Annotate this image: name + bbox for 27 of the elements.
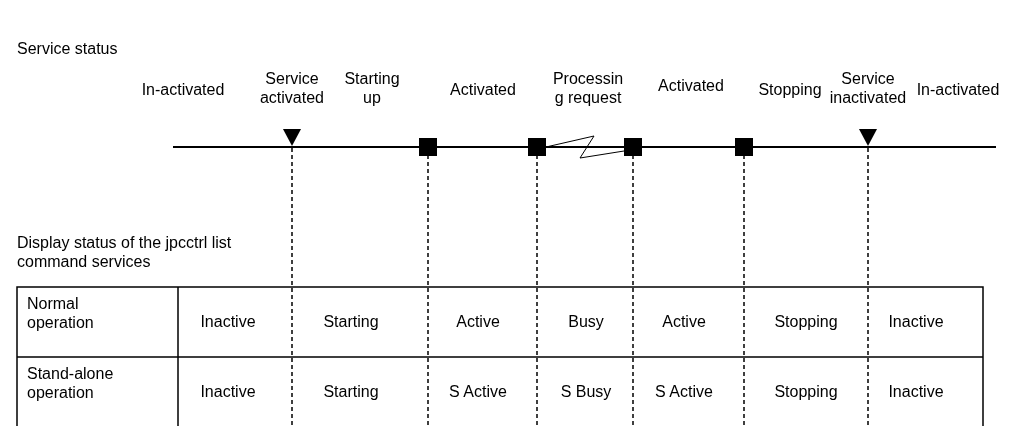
status-cell-text: S Active (448, 382, 508, 401)
status-cell-text: Stopping (773, 312, 839, 331)
status-cell-text: Inactive (199, 312, 257, 331)
phase-label: Service inactivated (828, 69, 908, 107)
status-cell-text: S Busy (559, 382, 613, 401)
status-cell-text: Inactive (887, 382, 945, 401)
row-header: Normal operation (27, 294, 95, 332)
status-cell-text: Inactive (199, 382, 257, 401)
status-cell-text: Active (455, 312, 501, 331)
status-cell-text: Busy (567, 312, 605, 331)
phase-label: In-activated (915, 80, 1001, 99)
row-header: Stand-alone operation (27, 364, 115, 402)
phase-label: In-activated (140, 80, 226, 99)
status-cell-text: Starting (322, 382, 380, 401)
table-heading: Display status of the jpcctrl list command services (17, 233, 233, 271)
phase-label: Service activated (258, 69, 325, 107)
phase-label: Activated (657, 76, 725, 95)
title: Service status (17, 39, 118, 58)
status-cell-text: Active (661, 312, 707, 331)
status-cell-text: Starting (322, 312, 380, 331)
status-cell-text: Stopping (773, 382, 839, 401)
phase-label: Stopping (757, 80, 823, 99)
phase-label: Processin g request (551, 69, 625, 107)
status-cell-text: Inactive (887, 312, 945, 331)
phase-label: Starting up (343, 69, 401, 107)
phase-label: Activated (449, 80, 517, 99)
status-cell-text: S Active (654, 382, 714, 401)
